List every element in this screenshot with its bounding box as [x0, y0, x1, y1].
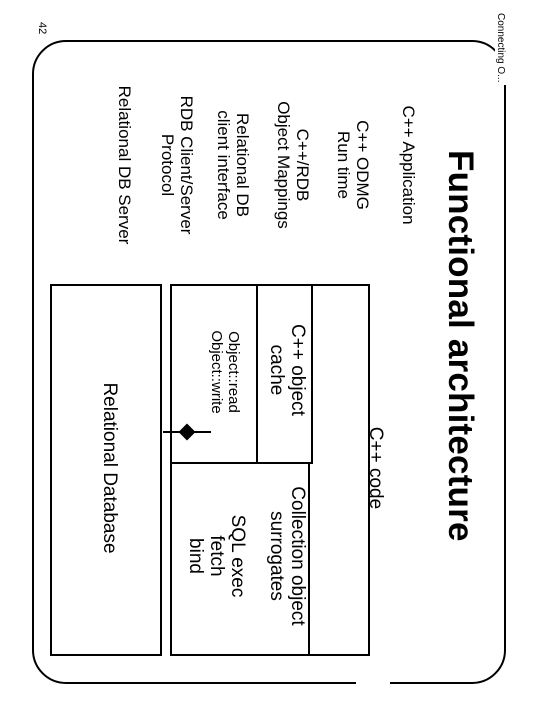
cpp-code-band	[308, 284, 370, 656]
page-number: 42	[36, 22, 48, 35]
layer-relational-db-server: Relational DB Server	[115, 85, 134, 245]
slide-header: Connecting O...	[495, 10, 506, 86]
layer-cpp-application: C++ Application	[399, 105, 418, 225]
relational-database-label: Relational Database	[99, 382, 120, 554]
slide-title: Functional architecture	[441, 150, 480, 542]
frame-gap	[356, 676, 390, 684]
